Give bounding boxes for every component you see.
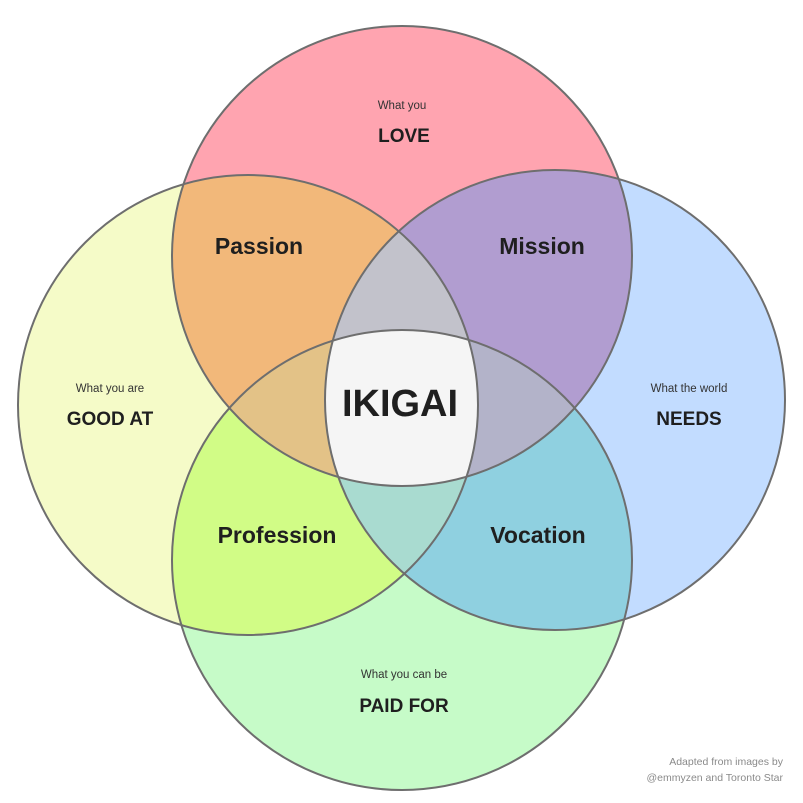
mission-label: Mission [499, 233, 585, 259]
credit-line-2: @emmyzen and Toronto Star [646, 772, 783, 784]
love-goodat-needs-zone [325, 175, 478, 486]
vocation-label: Vocation [490, 522, 585, 548]
good-at-sub-label: What you are [76, 383, 144, 395]
paid-for-main-label: PAID FOR [359, 696, 449, 717]
needs-sub-label: What the world [651, 383, 728, 395]
profession-label: Profession [218, 522, 337, 548]
good-at-main-label: GOOD AT [67, 409, 154, 430]
needs-main-label: NEEDS [656, 409, 721, 430]
passion-label: Passion [215, 233, 303, 259]
needs-circle-outline [324, 169, 786, 631]
love-needs-paid-zone [325, 330, 632, 486]
credit-line-1: Adapted from images by [669, 756, 784, 768]
paid-for-circle-outline [171, 329, 633, 791]
good-at-circle-outline [17, 174, 479, 636]
love-circle-outline [171, 25, 633, 487]
love-goodat-paid-zone [172, 330, 478, 486]
goodat-needs-paid-zone [325, 330, 478, 630]
love-main-label: LOVE [378, 126, 430, 147]
paid-for-sub-label: What you can be [361, 669, 447, 681]
love-sub-label: What you [378, 100, 427, 112]
ikigai-label: IKIGAI [342, 383, 458, 425]
